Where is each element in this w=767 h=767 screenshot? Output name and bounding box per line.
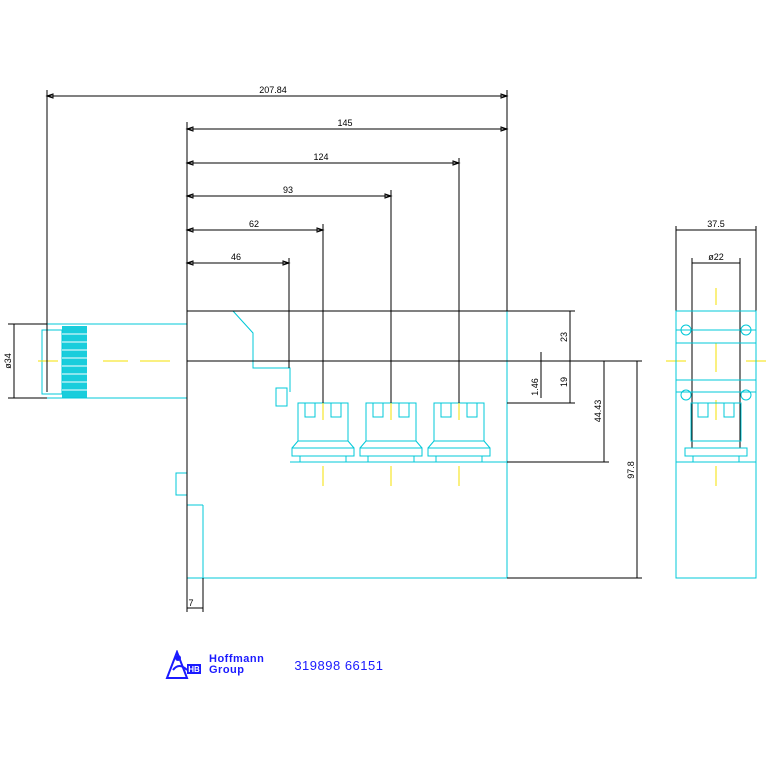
dim-1-46: 1.46 <box>530 378 540 396</box>
dim-side-width: 37.5 <box>707 219 725 229</box>
dim-7: 7 <box>188 598 193 608</box>
dimension-labels: 207.84 145 124 93 62 46 23 1.46 19 44.43… <box>3 85 725 608</box>
dim-46: 46 <box>231 252 241 262</box>
dim-dia34: ø34 <box>3 353 13 369</box>
dim-overall-length: 207.84 <box>259 85 287 95</box>
dim-145: 145 <box>337 118 352 128</box>
brand-name-line1: Hoffmann <box>209 653 265 665</box>
hoffmann-logo-icon: HB <box>165 650 201 679</box>
knurled-ring <box>62 326 87 398</box>
part-number: 319898 66151 <box>294 657 384 673</box>
dim-19: 19 <box>559 377 569 387</box>
dim-dia22: ø22 <box>708 252 724 262</box>
front-view <box>13 310 508 579</box>
svg-text:HB: HB <box>188 665 200 674</box>
title-block: HB Hoffmann Group 319898 66151 <box>165 650 383 680</box>
brand-name-line2: Group <box>209 664 245 676</box>
side-view <box>675 310 757 579</box>
tool-holder-2 <box>359 402 423 463</box>
dim-62: 62 <box>249 219 259 229</box>
dim-23: 23 <box>559 332 569 342</box>
brand-logo: HB Hoffmann Group <box>165 650 264 680</box>
dim-124: 124 <box>313 152 328 162</box>
dim-44-43: 44.43 <box>593 400 603 423</box>
dimension-lines <box>8 90 757 612</box>
dim-93: 93 <box>283 185 293 195</box>
dim-97-8: 97.8 <box>626 461 636 479</box>
